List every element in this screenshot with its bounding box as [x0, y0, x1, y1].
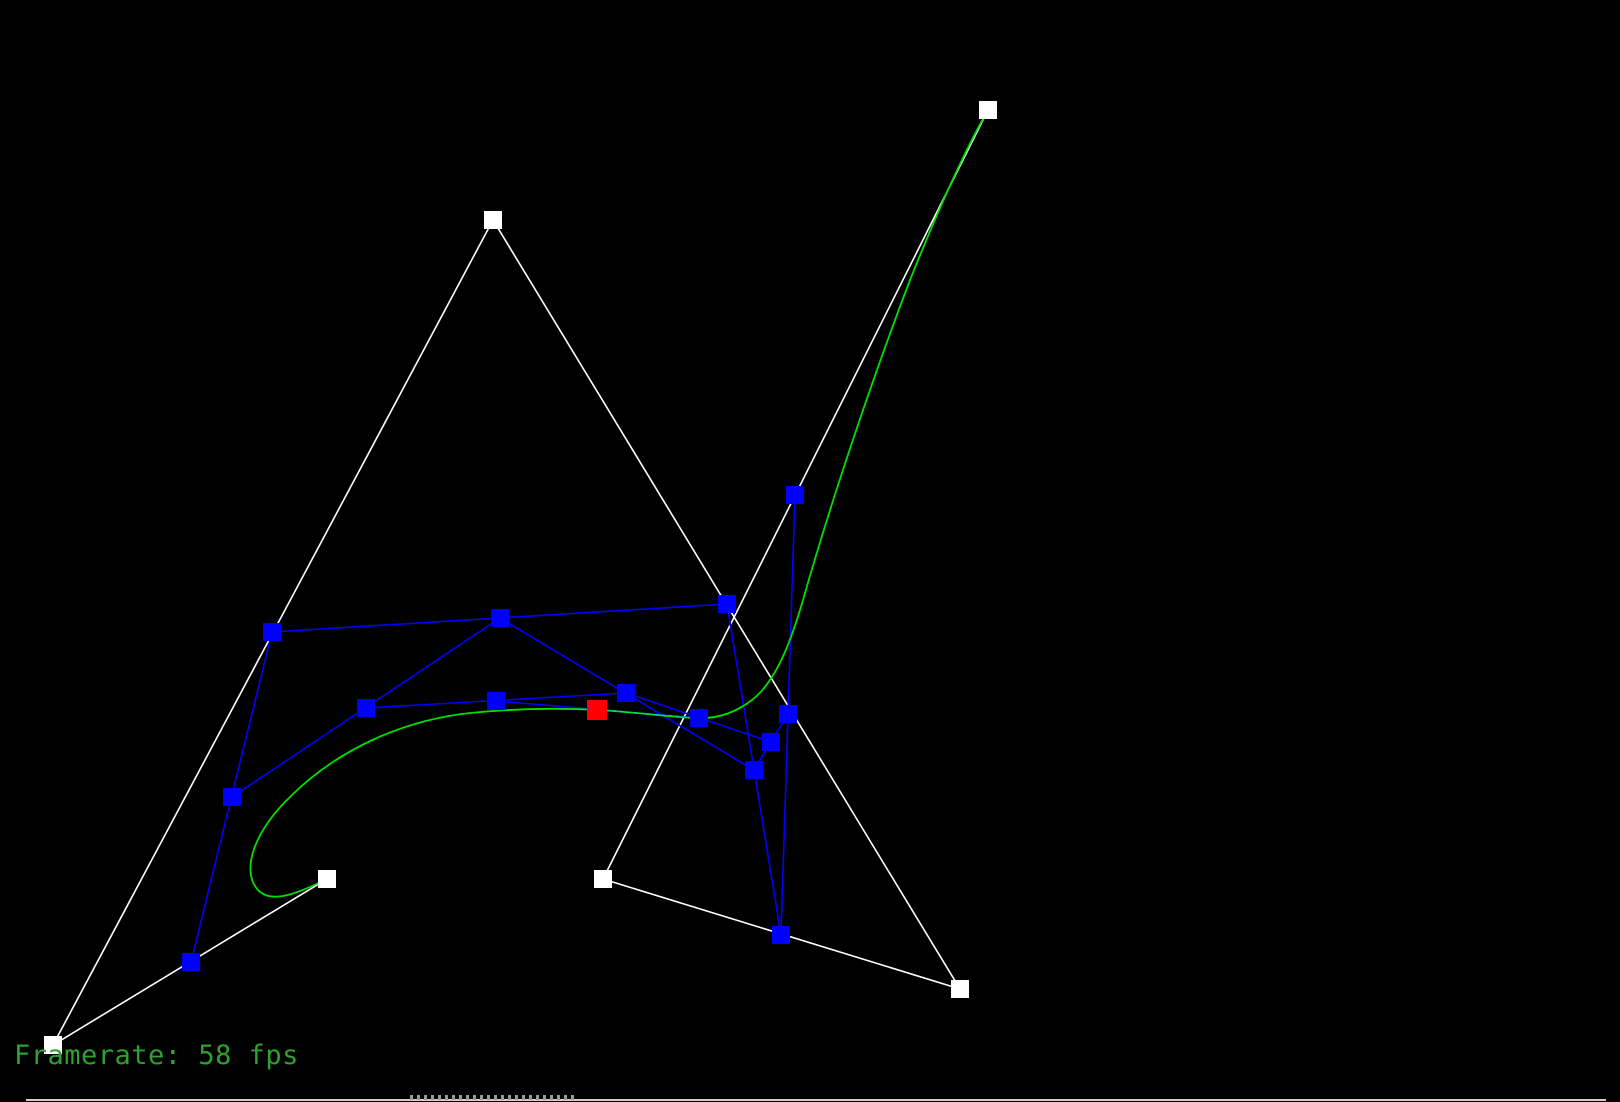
construction-lines — [190, 494, 796, 963]
intermediate-point — [263, 623, 281, 641]
window-bottom-fragment — [410, 1095, 575, 1100]
intermediate-point — [772, 926, 790, 944]
curve-tangent — [598, 709, 700, 719]
intermediate-point — [690, 709, 708, 727]
framerate-value: 58 — [198, 1040, 232, 1071]
control-point[interactable] — [951, 980, 969, 998]
intermediate-point — [786, 486, 804, 504]
intermediate-point — [223, 788, 241, 806]
intermediate-point — [745, 761, 763, 779]
framerate-label: Framerate: — [14, 1040, 199, 1071]
bezier-curve-path — [249, 109, 989, 898]
intermediate-point — [491, 609, 509, 627]
control-point[interactable] — [44, 1036, 62, 1054]
control-points[interactable] — [44, 101, 997, 1054]
intermediate-point — [487, 692, 505, 710]
window-bottom-edge — [26, 1099, 1606, 1101]
current-curve-point — [587, 700, 607, 720]
intermediate-point — [182, 953, 200, 971]
intermediate-point — [357, 699, 375, 717]
control-polygon-line — [50, 109, 989, 1048]
construction-level-1 — [190, 494, 796, 963]
intermediate-point — [617, 684, 635, 702]
control-point[interactable] — [484, 211, 502, 229]
control-point[interactable] — [318, 870, 336, 888]
construction-level-2 — [231, 617, 789, 798]
intermediate-point — [762, 733, 780, 751]
bezier-curve — [249, 109, 989, 898]
intermediate-point — [718, 595, 736, 613]
intermediate-points — [182, 486, 804, 971]
control-point[interactable] — [594, 870, 612, 888]
intermediate-point — [779, 705, 797, 723]
control-polygon — [50, 109, 989, 1048]
framerate-unit: fps — [231, 1040, 299, 1071]
control-point[interactable] — [979, 101, 997, 119]
framerate-readout: Framerate: 58 fps — [14, 1040, 299, 1071]
